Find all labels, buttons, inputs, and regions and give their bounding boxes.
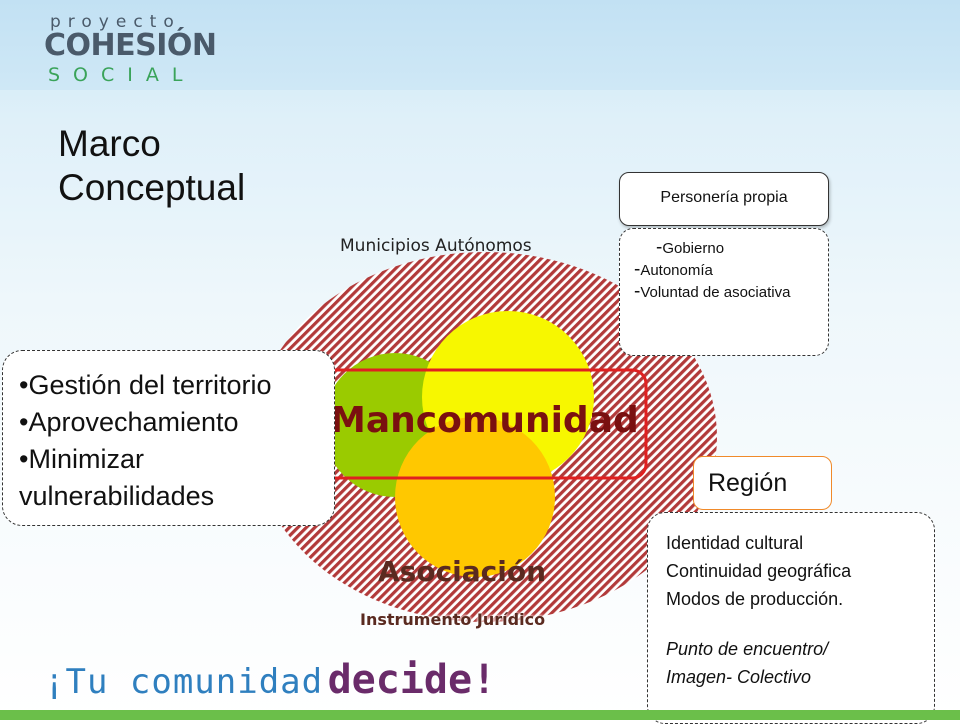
region-emphasis: Imagen- Colectivo xyxy=(666,667,812,687)
logo-line-social: SOCIAL xyxy=(48,64,196,86)
logo-line-proyecto: proyecto xyxy=(50,12,181,32)
gestion-item: •Gestión del territorio xyxy=(19,370,272,400)
region-items-box: Identidad cultural Continuidad geográfic… xyxy=(647,512,935,724)
asociacion-label: Asociación xyxy=(378,555,547,588)
personeria-propia-box: Personería propia xyxy=(619,172,829,226)
gestion-item: •Aprovechamiento xyxy=(19,407,239,437)
personeria-items-box: -Gobierno -Autonomía -Voluntad de asocia… xyxy=(619,228,829,356)
title-line-1: Marco xyxy=(58,123,161,164)
personeria-item: -Voluntad de asociativa xyxy=(634,281,791,302)
gestion-box: •Gestión del territorio •Aprovechamiento… xyxy=(2,350,335,526)
instrumento-juridico-label: Instrumento Jurídico xyxy=(360,610,546,629)
municipios-autonomos-label: Municipios Autónomos xyxy=(340,236,532,256)
orange-circle xyxy=(395,417,555,577)
region-item: Identidad cultural xyxy=(666,533,804,553)
proyecto-cohesion-social-logo: proyecto COHESIÓN SOCIAL xyxy=(44,12,217,86)
region-emphasis: Punto de encuentro/ xyxy=(666,639,829,659)
bottom-green-bar xyxy=(0,710,960,720)
mancomunidad-label: Mancomunidad xyxy=(330,400,639,441)
region-box: Región xyxy=(693,456,832,510)
slide-title: Marco Conceptual xyxy=(58,122,245,210)
region-item: Continuidad geográfica xyxy=(666,561,852,581)
region-item: Modos de producción. xyxy=(666,589,844,609)
personeria-item: -Gobierno xyxy=(656,237,725,258)
title-line-2: Conceptual xyxy=(58,167,246,208)
footer-slogan: ¡Tu comunidad decide! xyxy=(44,657,496,703)
header-band xyxy=(0,0,960,90)
gestion-item: •Minimizar vulnerabilidades xyxy=(19,444,215,511)
slogan-decide: decide! xyxy=(327,657,497,703)
slogan-tu-comunidad: ¡Tu comunidad xyxy=(44,662,324,702)
personeria-item: -Autonomía xyxy=(634,259,713,280)
logo-line-cohesion: COHESIÓN xyxy=(44,28,217,63)
region-spacer xyxy=(666,613,924,635)
